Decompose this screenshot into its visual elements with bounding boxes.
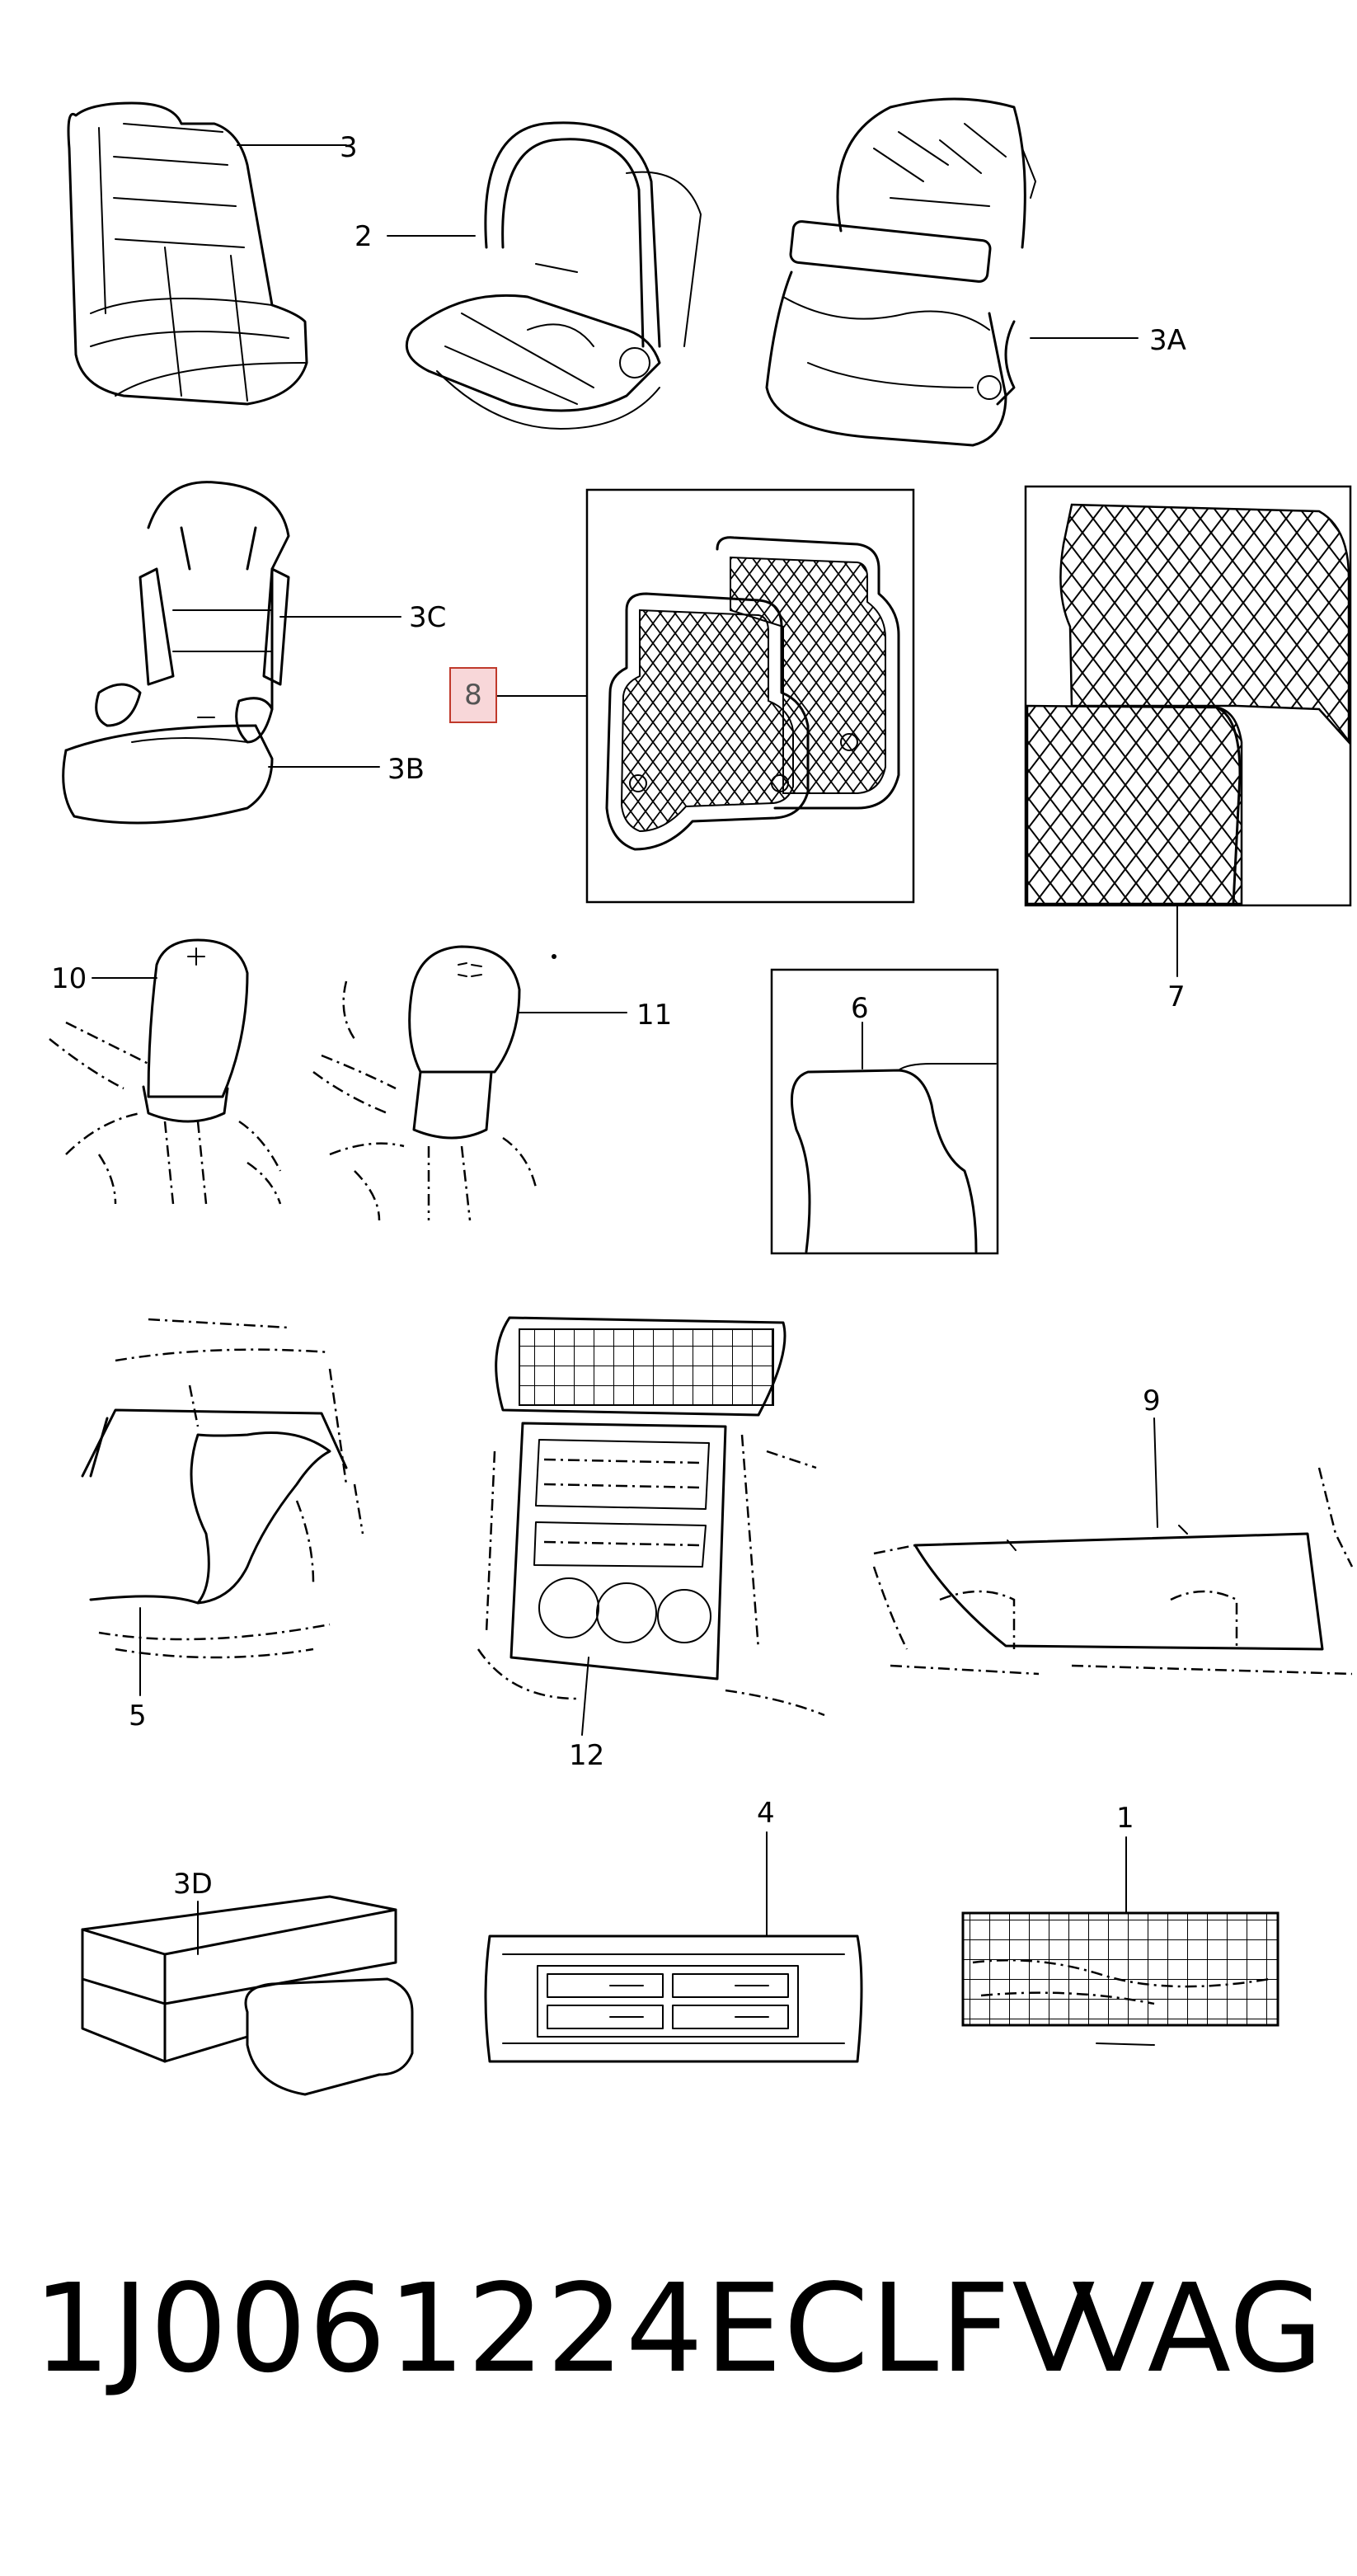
callout-3a: 3A <box>1149 324 1186 357</box>
callout-3: 3 <box>340 131 358 164</box>
callout-9: 9 <box>1143 1384 1161 1417</box>
gear-knob-10 <box>49 938 282 1205</box>
callout-1: 1 <box>1116 1802 1134 1835</box>
callout-4: 4 <box>757 1797 775 1830</box>
gear-knob-11 <box>312 945 627 1221</box>
callout-3c: 3C <box>409 601 446 634</box>
child-seat-3 <box>67 101 347 406</box>
callout-7: 7 <box>1167 980 1186 1013</box>
part-number: 1J0061224ECLFV <box>33 2258 1097 2400</box>
parts-diagram: 3 2 3A 3C 3B <box>49 97 1354 2096</box>
brand-label: VAG <box>1072 2258 1324 2400</box>
luggage-cover-9 <box>872 1417 1354 1676</box>
trunk-mat-7 <box>1024 485 1352 977</box>
callout-11: 11 <box>636 999 672 1032</box>
callout-2: 2 <box>355 220 373 253</box>
callout-3d: 3D <box>173 1868 213 1901</box>
storage-box-3d <box>81 1895 414 2096</box>
callout-10: 10 <box>51 962 87 995</box>
floor-mats-8 <box>494 488 915 904</box>
callout-12: 12 <box>569 1739 604 1772</box>
drawer-module-4 <box>484 1831 863 2063</box>
cargo-net-1 <box>961 1836 1280 2046</box>
callout-8-highlight <box>449 667 497 723</box>
infant-carrier-2 <box>387 121 702 430</box>
booster-seat-3b-3c <box>62 481 401 825</box>
callout-5: 5 <box>129 1699 147 1732</box>
child-seat-3a <box>765 97 1139 447</box>
callout-6: 6 <box>851 992 869 1025</box>
console-12 <box>477 1316 825 1736</box>
callout-3b: 3B <box>387 753 425 786</box>
panel-6 <box>770 968 999 1255</box>
callout-8: 8 <box>464 679 482 712</box>
liner-5 <box>81 1318 364 1696</box>
